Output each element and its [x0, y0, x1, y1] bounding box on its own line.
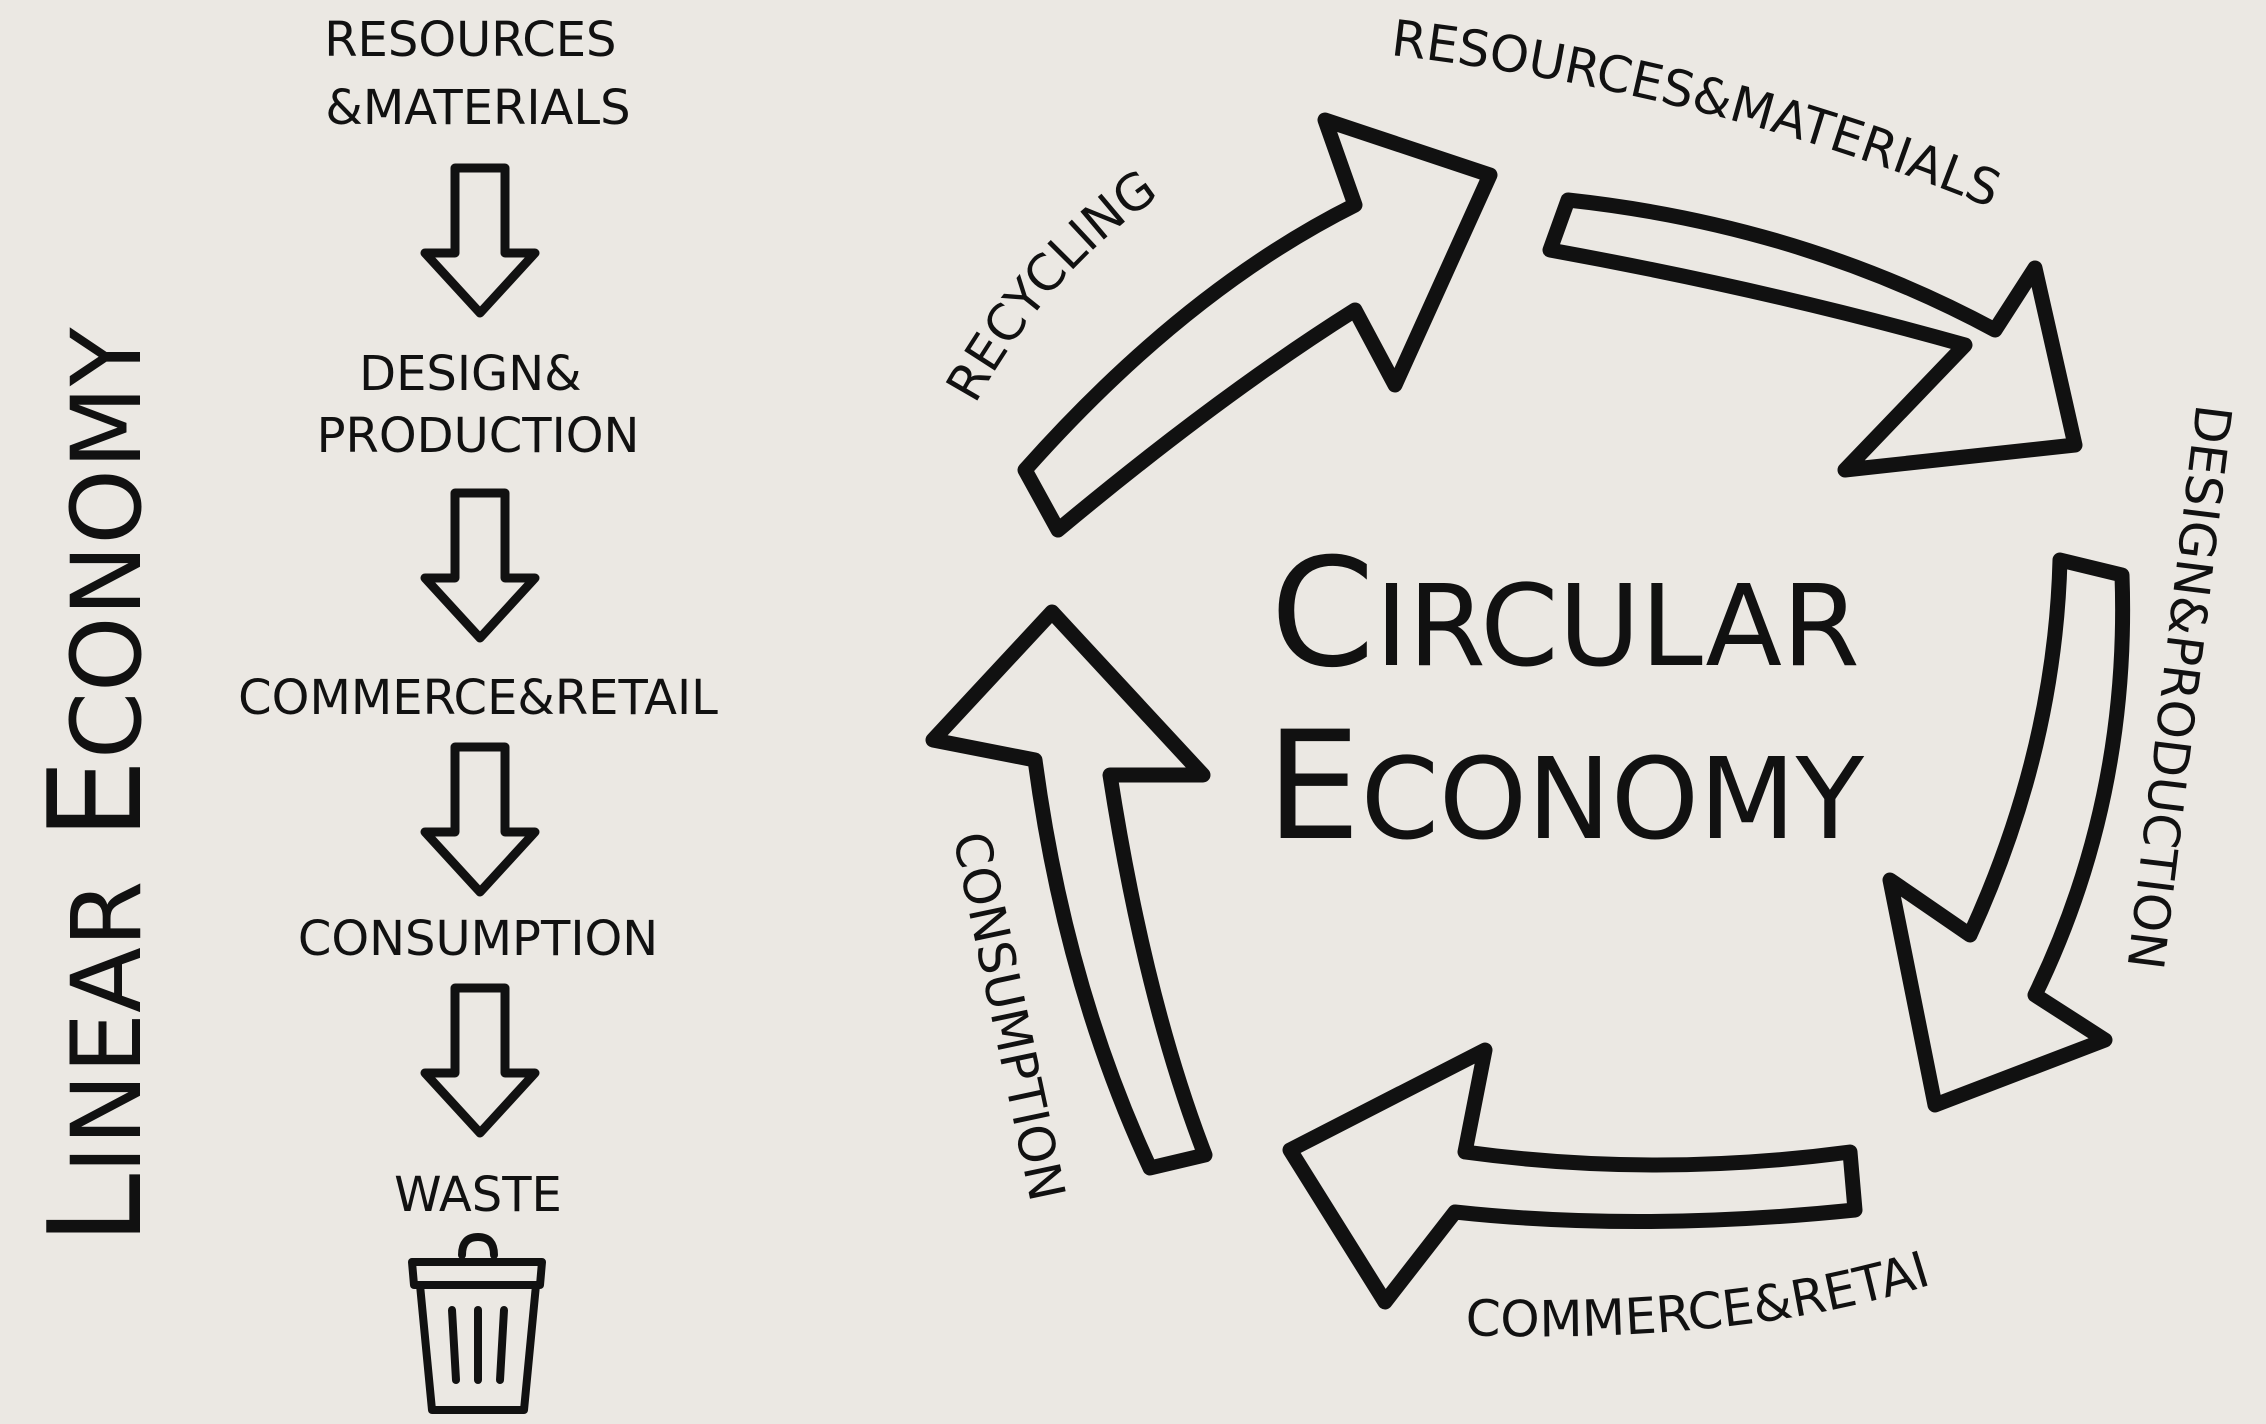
arrow-design: [1882, 552, 2131, 1113]
arrow-commerce: [1282, 1042, 1863, 1310]
svg-text:ECONOMY: ECONOMY: [1266, 700, 1865, 874]
down-arrow-icon: [420, 488, 540, 643]
down-arrow-icon: [420, 742, 540, 897]
svg-text:CIRCULAR: CIRCULAR: [1270, 527, 1860, 701]
circular-stage-design: DESIGN&PRODUCTION: [2115, 402, 2242, 973]
linear-title: LINEAR ECONOMY: [22, 327, 171, 1245]
arrow-recycling: [1017, 112, 1498, 538]
linear-step-resources: RESOURCES &MATERIALS: [324, 12, 632, 136]
circular-cycle: [925, 112, 2131, 1310]
linear-step-commerce: COMMERCE&RETAIL: [238, 670, 718, 726]
linear-step-design: DESIGN& PRODUCTION: [317, 346, 640, 464]
down-arrow-icon: [420, 163, 540, 318]
down-arrow-icon: [420, 983, 540, 1138]
circular-title: CIRCULAR ECONOMY: [1266, 527, 1865, 874]
linear-step-consumption: CONSUMPTION: [298, 911, 658, 967]
linear-flow: RESOURCES &MATERIALS DESIGN& PRODUCTION …: [238, 12, 718, 1414]
trash-can-icon: [408, 1233, 546, 1414]
linear-step-waste: WASTE: [394, 1167, 562, 1223]
arrow-consumption: [925, 604, 1213, 1176]
arrow-resources: [1542, 192, 2083, 478]
